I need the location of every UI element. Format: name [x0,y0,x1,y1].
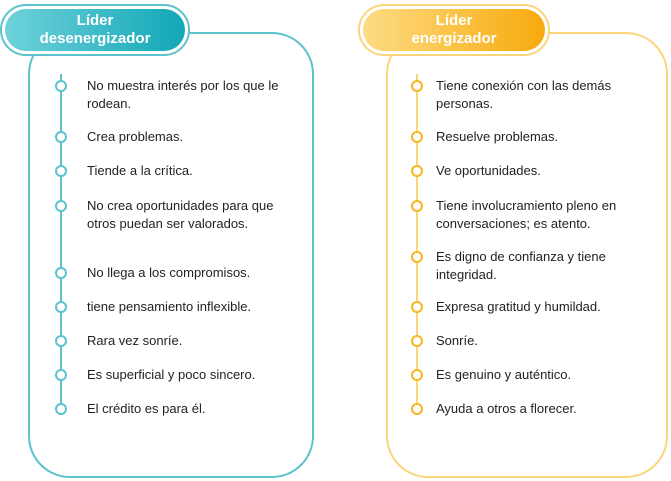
list-item: tiene pensamiento inflexible. [87,299,252,314]
list-item: Resuelve problemas. [436,129,559,144]
list-item: Rara vez sonríe. [87,333,183,348]
list-item: Expresa gratitud y humildad. [436,299,601,314]
timeline-dot [411,369,423,381]
lider-desenergizador-header: Líder desenergizador [0,4,190,56]
list-item: Tiene involucramiento pleno en conversac… [436,198,617,231]
lider-desenergizador-timeline [60,74,62,410]
list-item: El crédito es para él. [87,401,206,416]
timeline-dot [55,80,67,92]
list-item: Es genuino y auténtico. [436,367,572,382]
lider-energizador-header: Líder energizador [358,4,550,56]
timeline-dot [411,251,423,263]
list-item: No llega a los compromisos. [87,265,251,280]
list-item: Tiene conexión con las demás personas. [436,78,612,111]
timeline-dot [411,335,423,347]
lider-energizador-timeline [416,74,418,410]
list-item: No crea oportunidades para que otros pue… [87,198,274,231]
timeline-dot [55,369,67,381]
timeline-dot [55,403,67,415]
lider-desenergizador-panel: Líder desenergizador No muestra interés … [0,0,330,481]
timeline-dot [411,165,423,177]
lider-desenergizador-title: Líder desenergizador [5,9,185,51]
list-item: Tiende a la crítica. [87,163,193,178]
lider-energizador-panel: Líder energizador Tiene conexión con las… [352,0,670,481]
timeline-dot [411,301,423,313]
lider-energizador-title: Líder energizador [363,9,545,51]
list-item: Sonríe. [436,333,478,348]
timeline-dot [411,131,423,143]
list-item: No muestra interés por los que le rodean… [87,78,279,111]
timeline-dot [411,403,423,415]
list-item: Ayuda a otros a florecer. [436,401,577,416]
timeline-dot [55,131,67,143]
timeline-dot [55,165,67,177]
list-item: Es superficial y poco sincero. [87,367,256,382]
timeline-dot [55,200,67,212]
list-item: Es digno de confianza y tiene integridad… [436,249,606,282]
timeline-dot [411,200,423,212]
list-item: Crea problemas. [87,129,184,144]
list-item: Ve oportunidades. [436,163,541,178]
timeline-dot [55,267,67,279]
timeline-dot [411,80,423,92]
timeline-dot [55,301,67,313]
timeline-dot [55,335,67,347]
